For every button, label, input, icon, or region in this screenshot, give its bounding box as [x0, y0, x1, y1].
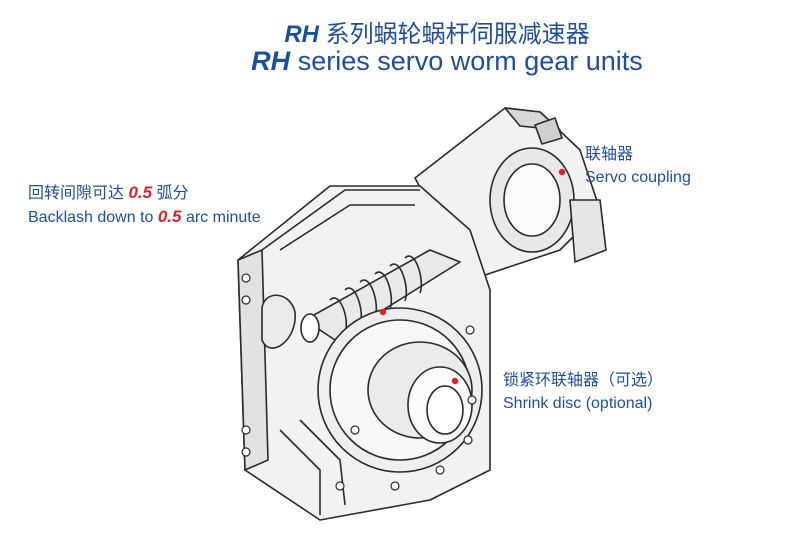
coupling-inner-shape: [503, 163, 561, 237]
callout-markers: [379, 168, 566, 385]
coupling-marker: [558, 168, 566, 176]
worm-shaft-shape: [304, 249, 461, 341]
backlash-en-pre: Backlash down to: [28, 209, 154, 226]
housing-top-rib: [261, 189, 420, 251]
shrink-disc-label-zh: 锁紧环联轴器（可选）: [503, 372, 664, 389]
title-zh-text: 系列蜗轮蜗杆伺服减速器: [325, 21, 590, 48]
backlash-en-post: arc minute: [185, 209, 261, 226]
output-bore-shape: [426, 385, 464, 435]
worm-shaft-end: [300, 313, 320, 343]
shrink-disc-marker: [451, 377, 459, 385]
backlash-zh-post: 弧分: [156, 185, 189, 202]
title-brand-en: RH: [251, 46, 291, 76]
housing-bolts: [241, 273, 477, 491]
housing-bottom-rib-2: [299, 419, 346, 506]
motor-shaft-shape: [534, 117, 563, 145]
coupling-label: 联轴器 Servo coupling: [585, 143, 691, 189]
right-flange-shape: [569, 199, 607, 263]
backlash-label-en: Backlash down to 0.5 arc minute: [28, 205, 261, 229]
housing-side-lobe: [261, 294, 296, 349]
title-en-text: series servo worm gear units: [297, 46, 643, 76]
title-english: RH series servo worm gear units: [0, 46, 794, 77]
backlash-value: 0.5: [128, 183, 153, 202]
backlash-label-zh: 回转间隙可达 0.5 弧分: [28, 181, 261, 205]
coupling-label-zh: 联轴器: [585, 146, 634, 163]
coupling-label-en: Servo coupling: [585, 169, 691, 186]
backlash-marker: [379, 308, 387, 316]
shrink-disc-label: 锁紧环联轴器（可选） Shrink disc (optional): [503, 369, 663, 415]
housing-bottom-rib: [279, 429, 321, 515]
title-chinese: RH 系列蜗轮蜗杆伺服减速器: [0, 14, 794, 49]
backlash-zh-pre: 回转间隙可达: [28, 185, 125, 202]
title-brand: RH: [284, 21, 319, 48]
housing-top-rib-2: [279, 204, 415, 251]
housing-left-face: [237, 249, 269, 471]
backlash-value-en: 0.5: [157, 207, 182, 226]
backlash-label: 回转间隙可达 0.5 弧分 Backlash down to 0.5 arc m…: [28, 181, 261, 229]
shrink-disc-label-en: Shrink disc (optional): [503, 395, 653, 412]
